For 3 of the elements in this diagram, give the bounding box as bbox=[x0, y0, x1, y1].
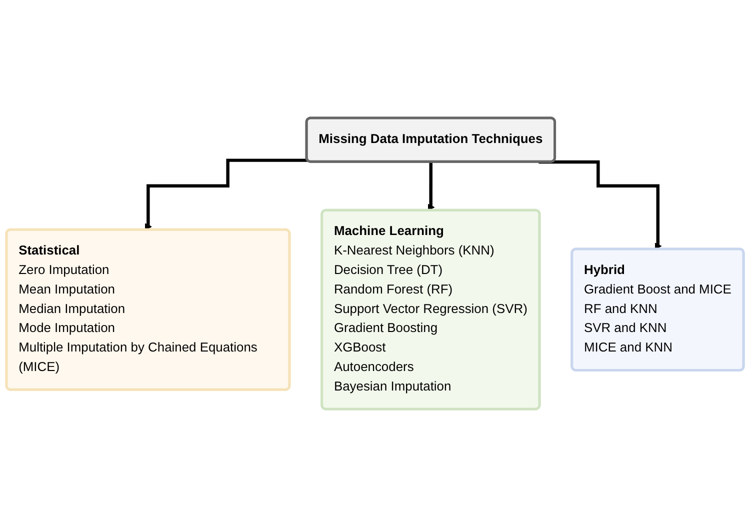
arrow bbox=[538, 160, 662, 250]
arrow bbox=[144, 158, 308, 230]
arrow bbox=[427, 160, 435, 211]
